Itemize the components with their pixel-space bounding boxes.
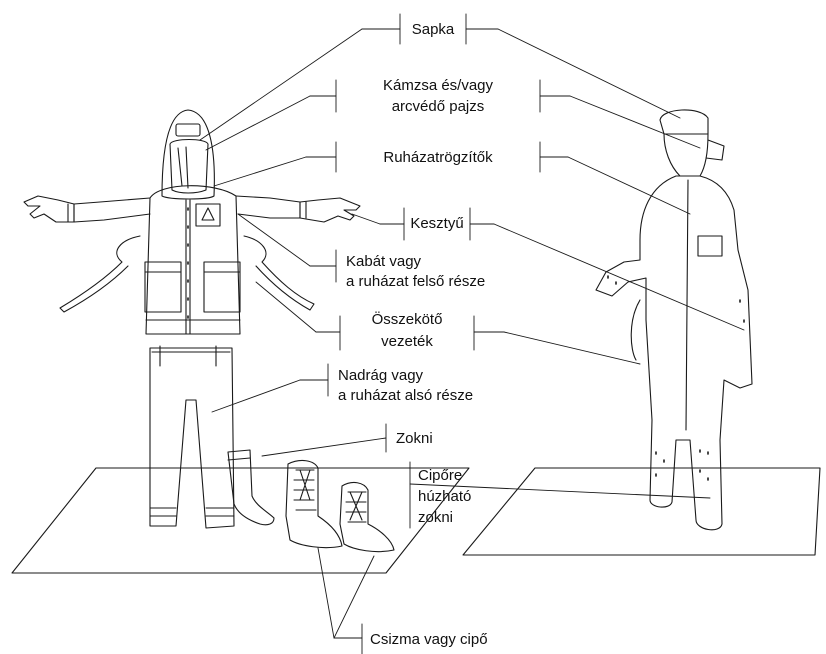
coverall-figure (596, 110, 752, 530)
label-kabat-line1: Kabát vagy (346, 252, 421, 271)
label-kabat-line2: a ruházat felső része (346, 272, 485, 291)
right-floor-mat (463, 468, 820, 555)
label-osszekoto-line2: vezeték (381, 332, 433, 351)
label-kamzsa-line1: Kámzsa és/vagy (383, 76, 493, 95)
label-cipore-line3: zokni (418, 508, 453, 527)
left-glove (24, 196, 74, 222)
trousers (150, 346, 234, 528)
boot-right (340, 483, 394, 552)
left-floor-mat (12, 468, 469, 573)
label-kesztyu: Kesztyű (410, 214, 463, 233)
label-cipore-line2: húzható (418, 487, 471, 506)
label-cipore-line1: Cipőre (418, 466, 462, 485)
label-zokni: Zokni (396, 429, 433, 448)
label-sapka: Sapka (412, 20, 455, 39)
label-nadrag-line1: Nadrág vagy (338, 366, 423, 385)
label-kamzsa-line2: arcvédő pajzs (392, 97, 485, 116)
sock (228, 450, 274, 525)
label-nadrag-line2: a ruházat alsó része (338, 386, 473, 405)
boot-left (286, 461, 342, 548)
label-osszekoto-line1: Összekötő (372, 310, 443, 329)
right-glove (300, 198, 360, 222)
label-ruhazatrogzitok: Ruházatrögzítők (383, 148, 492, 167)
jacket (60, 186, 314, 334)
label-csizma: Csizma vagy cipő (370, 630, 488, 649)
